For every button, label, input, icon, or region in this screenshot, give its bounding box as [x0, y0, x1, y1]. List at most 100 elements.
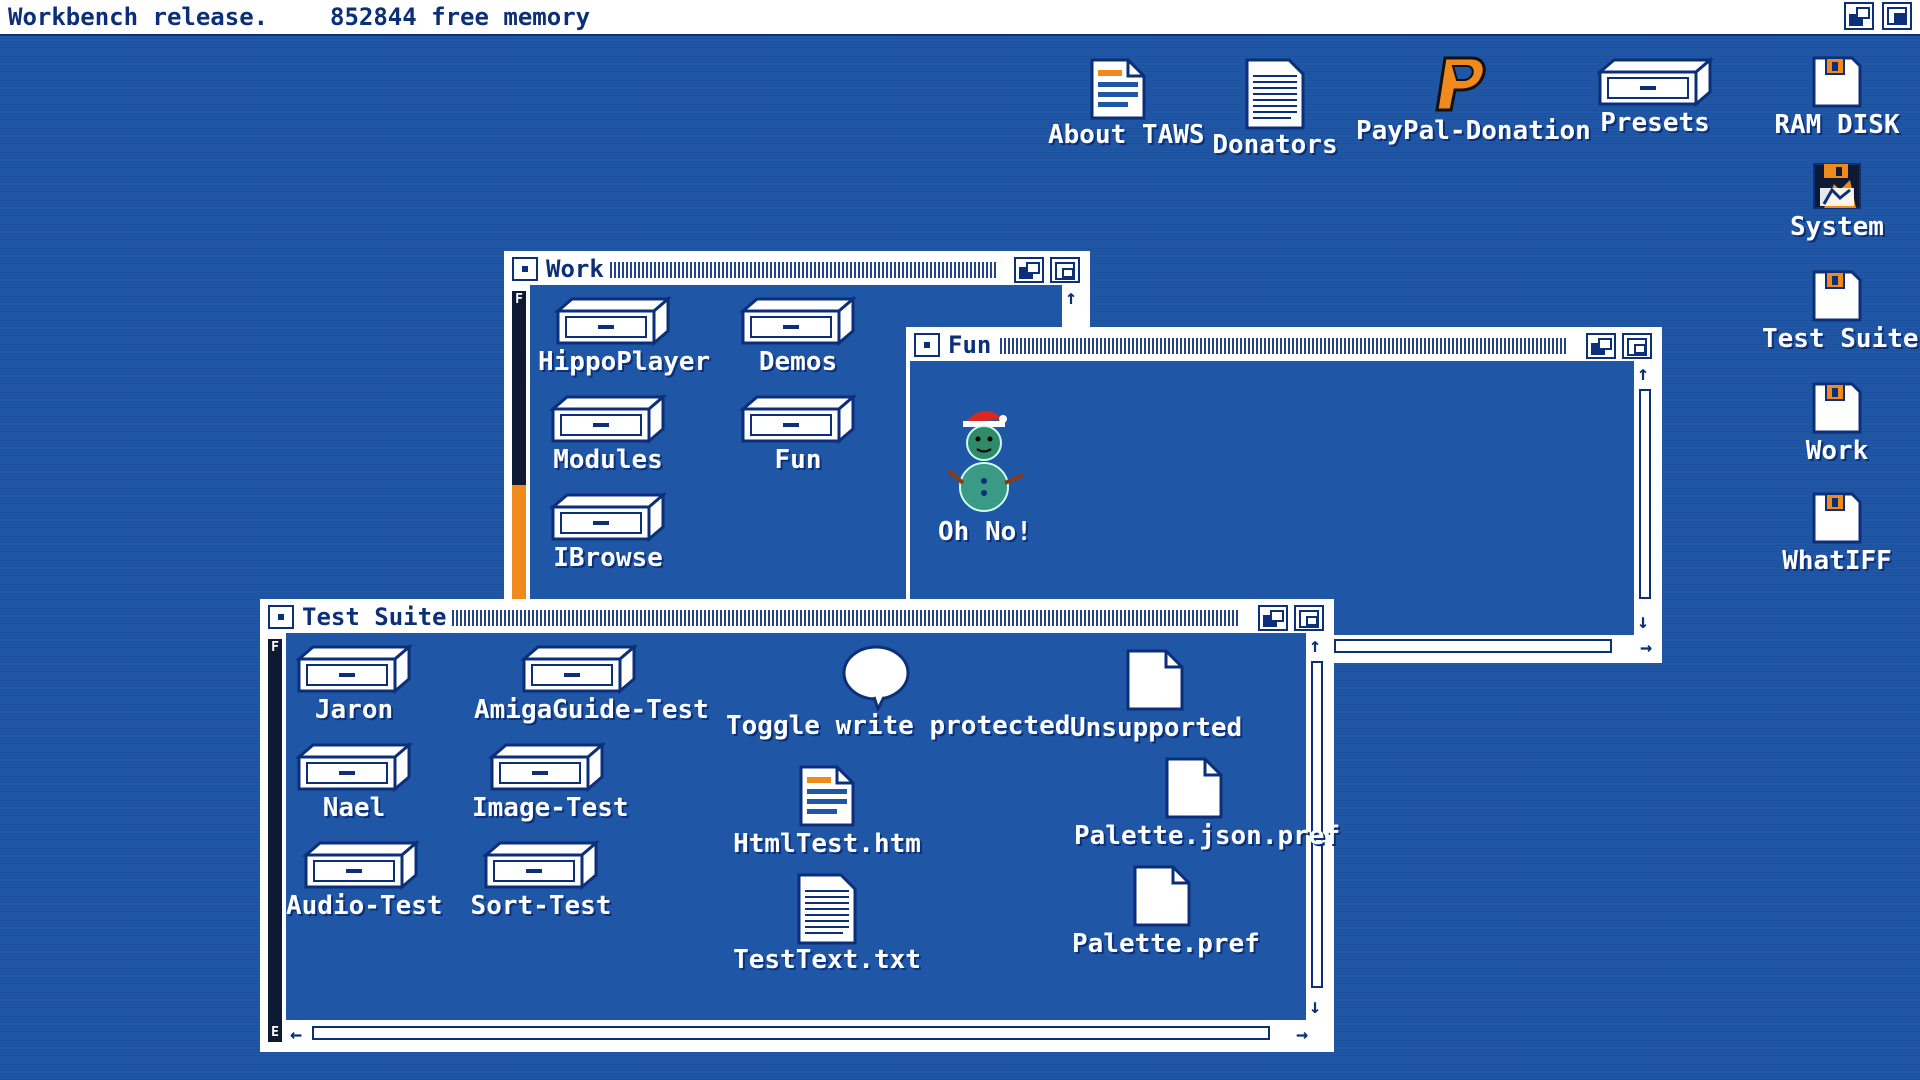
desktop-icon-paypal-donation[interactable]: PayPal-Donation: [1356, 52, 1591, 146]
window-test-suite-title-bar[interactable]: Test Suite: [264, 603, 1330, 633]
drawer-sort-test[interactable]: Sort-Test: [466, 839, 616, 921]
horizontal-scrollbar[interactable]: ← →: [286, 1020, 1330, 1048]
icon-label: Toggle write protected: [726, 711, 1071, 741]
paypal-icon: [1435, 56, 1486, 112]
close-gadget[interactable]: [914, 333, 940, 357]
drawer-nael[interactable]: Nael: [284, 741, 424, 823]
free-memory-text: 852844 free memory: [330, 3, 591, 31]
blank-document-icon: [1133, 865, 1191, 927]
desktop-icon-work[interactable]: Work: [1772, 380, 1902, 466]
close-gadget[interactable]: [512, 257, 538, 281]
icon-label: AmigaGuide-Test: [474, 695, 709, 725]
desktop-icon-presets[interactable]: Presets: [1590, 56, 1720, 138]
icon-label: WhatIFF: [1782, 546, 1892, 576]
screen-title-bar[interactable]: Workbench release. 852844 free memory: [0, 0, 1920, 36]
drawer-icon: [1596, 56, 1714, 108]
screen-front-gadget[interactable]: [1882, 2, 1912, 30]
icon-label: Audio-Test: [286, 891, 443, 921]
drawer-hippoplayer[interactable]: HippoPlayer: [538, 295, 710, 377]
file-testtext[interactable]: TestText.txt: [732, 871, 922, 975]
drawer-ibrowse[interactable]: IBrowse: [538, 491, 678, 573]
drawer-icon: [295, 643, 413, 695]
icon-label: IBrowse: [553, 543, 663, 573]
scrollbar-track[interactable]: [312, 1026, 1270, 1040]
scroll-right-icon[interactable]: →: [1639, 635, 1652, 659]
window-work-title-bar[interactable]: Work: [508, 255, 1086, 285]
icon-label: RAM DISK: [1774, 110, 1900, 140]
floppy-icon: [1813, 163, 1861, 209]
scroll-right-icon[interactable]: →: [1295, 1022, 1308, 1046]
desktop-icon-about-taws[interactable]: About TAWS: [1048, 56, 1205, 150]
scroll-down-icon[interactable]: ↓: [1637, 609, 1650, 633]
drawer-audio-test[interactable]: Audio-Test: [286, 839, 443, 921]
drawer-fun[interactable]: Fun: [728, 393, 868, 475]
file-palette-pref[interactable]: Palette.pref: [1072, 863, 1260, 959]
depth-front-gadget[interactable]: [1622, 333, 1652, 359]
file-unsupported[interactable]: Unsupported: [1070, 647, 1242, 743]
desktop-icon-test-suite[interactable]: Test Suite: [1762, 268, 1919, 354]
scroll-up-icon[interactable]: ↑: [1309, 633, 1322, 657]
depth-front-gadget[interactable]: [1294, 605, 1324, 631]
drawer-icon: [302, 839, 420, 891]
icon-label: Modules: [553, 445, 663, 475]
icon-label: System: [1790, 212, 1884, 242]
depth-front-gadget[interactable]: [1050, 257, 1080, 283]
drawer-icon: [739, 393, 857, 445]
desktop-icon-whatiff[interactable]: WhatIFF: [1772, 490, 1902, 576]
icon-label: Image-Test: [472, 793, 629, 823]
drawer-amigaguide-test[interactable]: AmigaGuide-Test: [474, 643, 709, 725]
speech-bubble-icon: [842, 645, 910, 711]
scrollbar-track[interactable]: [1334, 639, 1612, 653]
workbench-release-text: Workbench release.: [8, 3, 269, 31]
icon-label: Test Suite: [1762, 324, 1919, 354]
disk-icon: [1812, 492, 1862, 544]
depth-back-gadget[interactable]: [1258, 605, 1288, 631]
drawer-icon: [739, 295, 857, 347]
close-gadget[interactable]: [268, 605, 294, 629]
scrollbar-track[interactable]: [1311, 661, 1323, 988]
drawer-icon: [295, 741, 413, 793]
screen-back-gadget[interactable]: [1844, 2, 1874, 30]
icon-label: Presets: [1600, 108, 1710, 138]
icon-label: Jaron: [314, 695, 394, 725]
desktop-icon-donators[interactable]: Donators: [1210, 56, 1340, 160]
icon-label: Oh No!: [938, 517, 1032, 547]
file-htmltest[interactable]: HtmlTest.htm: [732, 763, 922, 859]
work-fuel-gauge: F: [508, 285, 530, 607]
drawer-icon: [549, 491, 667, 543]
window-test-suite[interactable]: Test Suite F E ↑ ↓ ← → Jaron: [260, 599, 1341, 1052]
snowman-icon: [947, 410, 1024, 512]
scroll-left-icon[interactable]: ←: [290, 1022, 303, 1046]
tool-toggle-write-protected[interactable]: Toggle write protected: [726, 643, 1071, 741]
icon-label: About TAWS: [1048, 120, 1205, 150]
drawer-image-test[interactable]: Image-Test: [472, 741, 629, 823]
scroll-up-icon[interactable]: ↑: [1637, 361, 1650, 385]
window-title: Test Suite: [302, 603, 451, 631]
scrollbar-track[interactable]: [1639, 389, 1651, 599]
desktop-icon-system[interactable]: System: [1772, 160, 1902, 242]
tool-oh-no[interactable]: Oh No!: [930, 401, 1040, 547]
depth-back-gadget[interactable]: [1014, 257, 1044, 283]
gauge-full-label: F: [268, 639, 282, 657]
blank-document-icon: [1126, 649, 1184, 711]
horizontal-scrollbar[interactable]: →: [1330, 635, 1658, 659]
icon-label: Nael: [322, 793, 386, 823]
drawer-modules[interactable]: Modules: [538, 393, 678, 475]
drawer-icon: [554, 295, 672, 347]
vertical-scrollbar[interactable]: ↑ ↓: [1634, 361, 1658, 635]
drawer-icon: [549, 393, 667, 445]
icon-label: Palette.json.pref: [1074, 821, 1341, 851]
desktop-icon-ram-disk[interactable]: RAM DISK: [1772, 54, 1902, 140]
scroll-down-icon[interactable]: ↓: [1309, 994, 1322, 1018]
icon-label: Donators: [1212, 130, 1338, 160]
depth-back-gadget[interactable]: [1586, 333, 1616, 359]
drawer-jaron[interactable]: Jaron: [284, 643, 424, 725]
window-fun-title-bar[interactable]: Fun: [910, 331, 1658, 361]
drawer-demos[interactable]: Demos: [728, 295, 868, 377]
window-title: Fun: [948, 331, 996, 359]
scroll-up-icon[interactable]: ↑: [1065, 285, 1078, 309]
gauge-empty-label: E: [268, 1024, 282, 1042]
vertical-scrollbar[interactable]: ↑ ↓: [1306, 633, 1330, 1020]
icon-label: PayPal-Donation: [1356, 116, 1591, 146]
file-palette-json-pref[interactable]: Palette.json.pref: [1074, 755, 1341, 851]
